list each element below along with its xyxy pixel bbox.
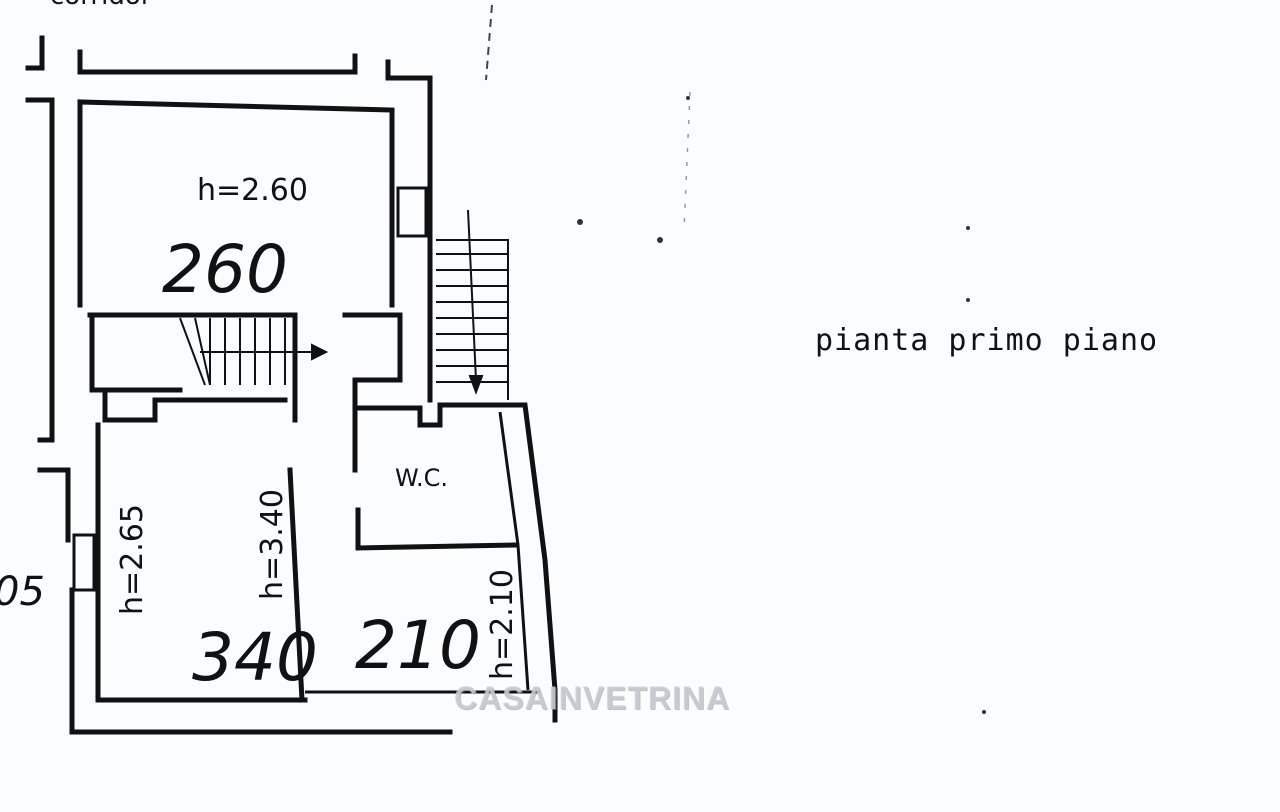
wall-segment [498,411,530,691]
wc-label: W.C. [395,464,448,492]
wall-segment [37,467,71,543]
wall-segment [77,49,358,75]
wall-segment [89,317,183,393]
room-height-label: h=2.65 [115,504,150,615]
watermark: CASAINVETRINA [454,680,731,716]
wall-segment [355,507,518,551]
stair-outer [436,209,509,400]
room-area-label: 340 [192,619,318,696]
wall-segment [25,97,55,443]
window [72,533,96,592]
stair-inner [179,317,329,386]
scan-noise [485,4,986,714]
wall-room-260 [77,99,395,308]
wall-room-340 [95,422,308,703]
wall-segment [69,587,453,735]
top-label: corridoi [50,0,148,11]
window [396,186,428,238]
room-height-label: h=2.10 [485,569,520,680]
wall-segment [25,35,45,71]
side-label: 05 [0,569,45,615]
wall-segment [102,392,288,423]
wall-segment [385,59,433,403]
wall-segment [342,312,403,473]
room-height-label: h=2.60 [197,173,308,208]
room-area-label: 260 [162,231,288,308]
room-area-label: 210 [355,607,481,684]
wall-wc [355,402,558,723]
room-height-label: h=3.40 [255,489,290,600]
plan-title: pianta primo piano [815,323,1158,358]
wall-segment [287,467,305,703]
wall-segment [87,312,298,423]
